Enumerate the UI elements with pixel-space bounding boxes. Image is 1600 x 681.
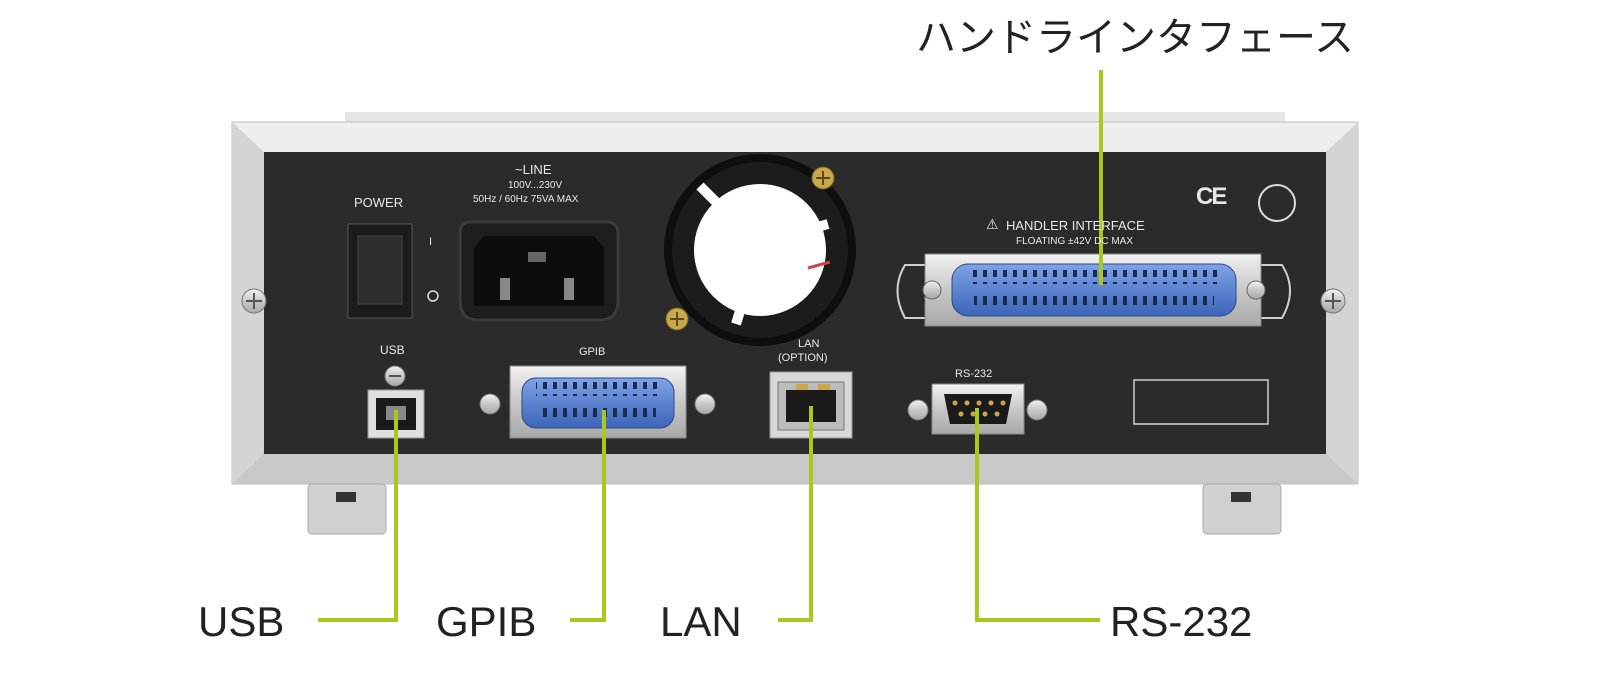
foot-right <box>1202 483 1282 535</box>
screw-icon <box>241 288 267 314</box>
line-voltage: 100V...230V <box>508 180 563 191</box>
handler-rating: FLOATING ±42V DC MAX <box>1016 236 1133 247</box>
screw-icon <box>811 166 835 190</box>
gpib-panel-label: GPIB <box>579 346 606 358</box>
handler-interface-callout: ハンドラインタフェース <box>916 16 1354 60</box>
foot-left <box>307 483 387 535</box>
gpib-callout: GPIB <box>436 598 537 645</box>
ground-mark-icon <box>1258 184 1296 222</box>
line-rating: 50Hz / 60Hz 75VA MAX <box>473 194 579 205</box>
label-plate <box>1133 379 1269 425</box>
screw-icon <box>665 307 689 331</box>
lan-option-label: (OPTION) <box>778 352 828 364</box>
line-title: ~LINE <box>515 162 552 177</box>
power-switch <box>347 223 413 319</box>
usb-panel-label: USB <box>380 343 405 357</box>
rs232-callout: RS-232 <box>1110 598 1253 645</box>
handler-interface-connector <box>896 253 1291 327</box>
rs232-leader-line <box>975 408 1100 622</box>
power-label: POWER <box>354 195 404 210</box>
handler-panel-label: HANDLER INTERFACE <box>1006 218 1145 233</box>
cooling-fan <box>664 154 856 346</box>
lan-panel-label: LAN <box>798 338 820 350</box>
screw-icon <box>1320 288 1346 314</box>
usb-callout: USB <box>198 598 285 645</box>
ac-power-inlet <box>458 220 620 322</box>
power-on-mark: I <box>429 236 433 248</box>
usb-leader-line <box>318 410 398 622</box>
rs232-panel-label: RS-232 <box>955 368 993 380</box>
gpib-leader-line <box>570 410 606 622</box>
warning-icon: ⚠ <box>986 216 999 232</box>
gpib-connector <box>479 365 716 439</box>
leader-lines <box>318 70 1103 622</box>
screw-icon <box>384 365 406 387</box>
lan-leader-line <box>778 406 813 622</box>
lan-callout: LAN <box>660 598 742 645</box>
ce-mark: CE <box>1196 183 1227 210</box>
